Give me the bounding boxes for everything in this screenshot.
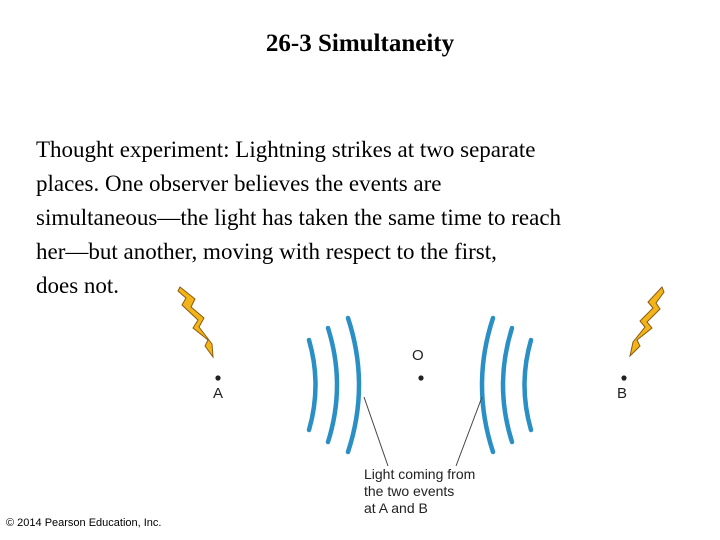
event-point-a: [215, 375, 221, 381]
observer-label: O: [412, 347, 424, 364]
body-line: does not.: [36, 273, 120, 298]
caption-line: the two events: [364, 483, 455, 499]
wavefront: [345, 315, 362, 455]
caption-leader-lines: [363, 396, 483, 467]
body-line: her—but another, moving with respect to …: [36, 239, 497, 264]
wavefront: [522, 337, 534, 433]
wavefronts-from-b: [479, 315, 534, 455]
lightning-bolt-icon: [177, 286, 214, 359]
observer-point: [418, 375, 424, 381]
body-line: Thought experiment: Lightning strikes at…: [36, 137, 536, 162]
wavefronts-from-a: [306, 315, 362, 455]
event-b-label: B: [617, 385, 628, 402]
event-a-label: A: [213, 385, 224, 402]
wavefront: [325, 325, 340, 445]
lightning-bolt-icon: [629, 286, 665, 358]
body-paragraph: Thought experiment: Lightning strikes at…: [36, 133, 696, 303]
event-point-b: [621, 375, 627, 381]
copyright-notice: © 2014 Pearson Education, Inc.: [6, 517, 162, 529]
wavefront: [479, 315, 496, 455]
body-line: places. One observer believes the events…: [36, 171, 442, 196]
wavefront: [306, 337, 318, 433]
figure-caption: Light coming from the two events at A an…: [364, 466, 475, 517]
wavefront: [500, 325, 515, 445]
slide-title: 26-3 Simultaneity: [265, 30, 455, 57]
body-line: simultaneous—the light has taken the sam…: [36, 205, 562, 230]
caption-line: Light coming from: [364, 466, 476, 482]
caption-line: at A and B: [364, 500, 428, 516]
